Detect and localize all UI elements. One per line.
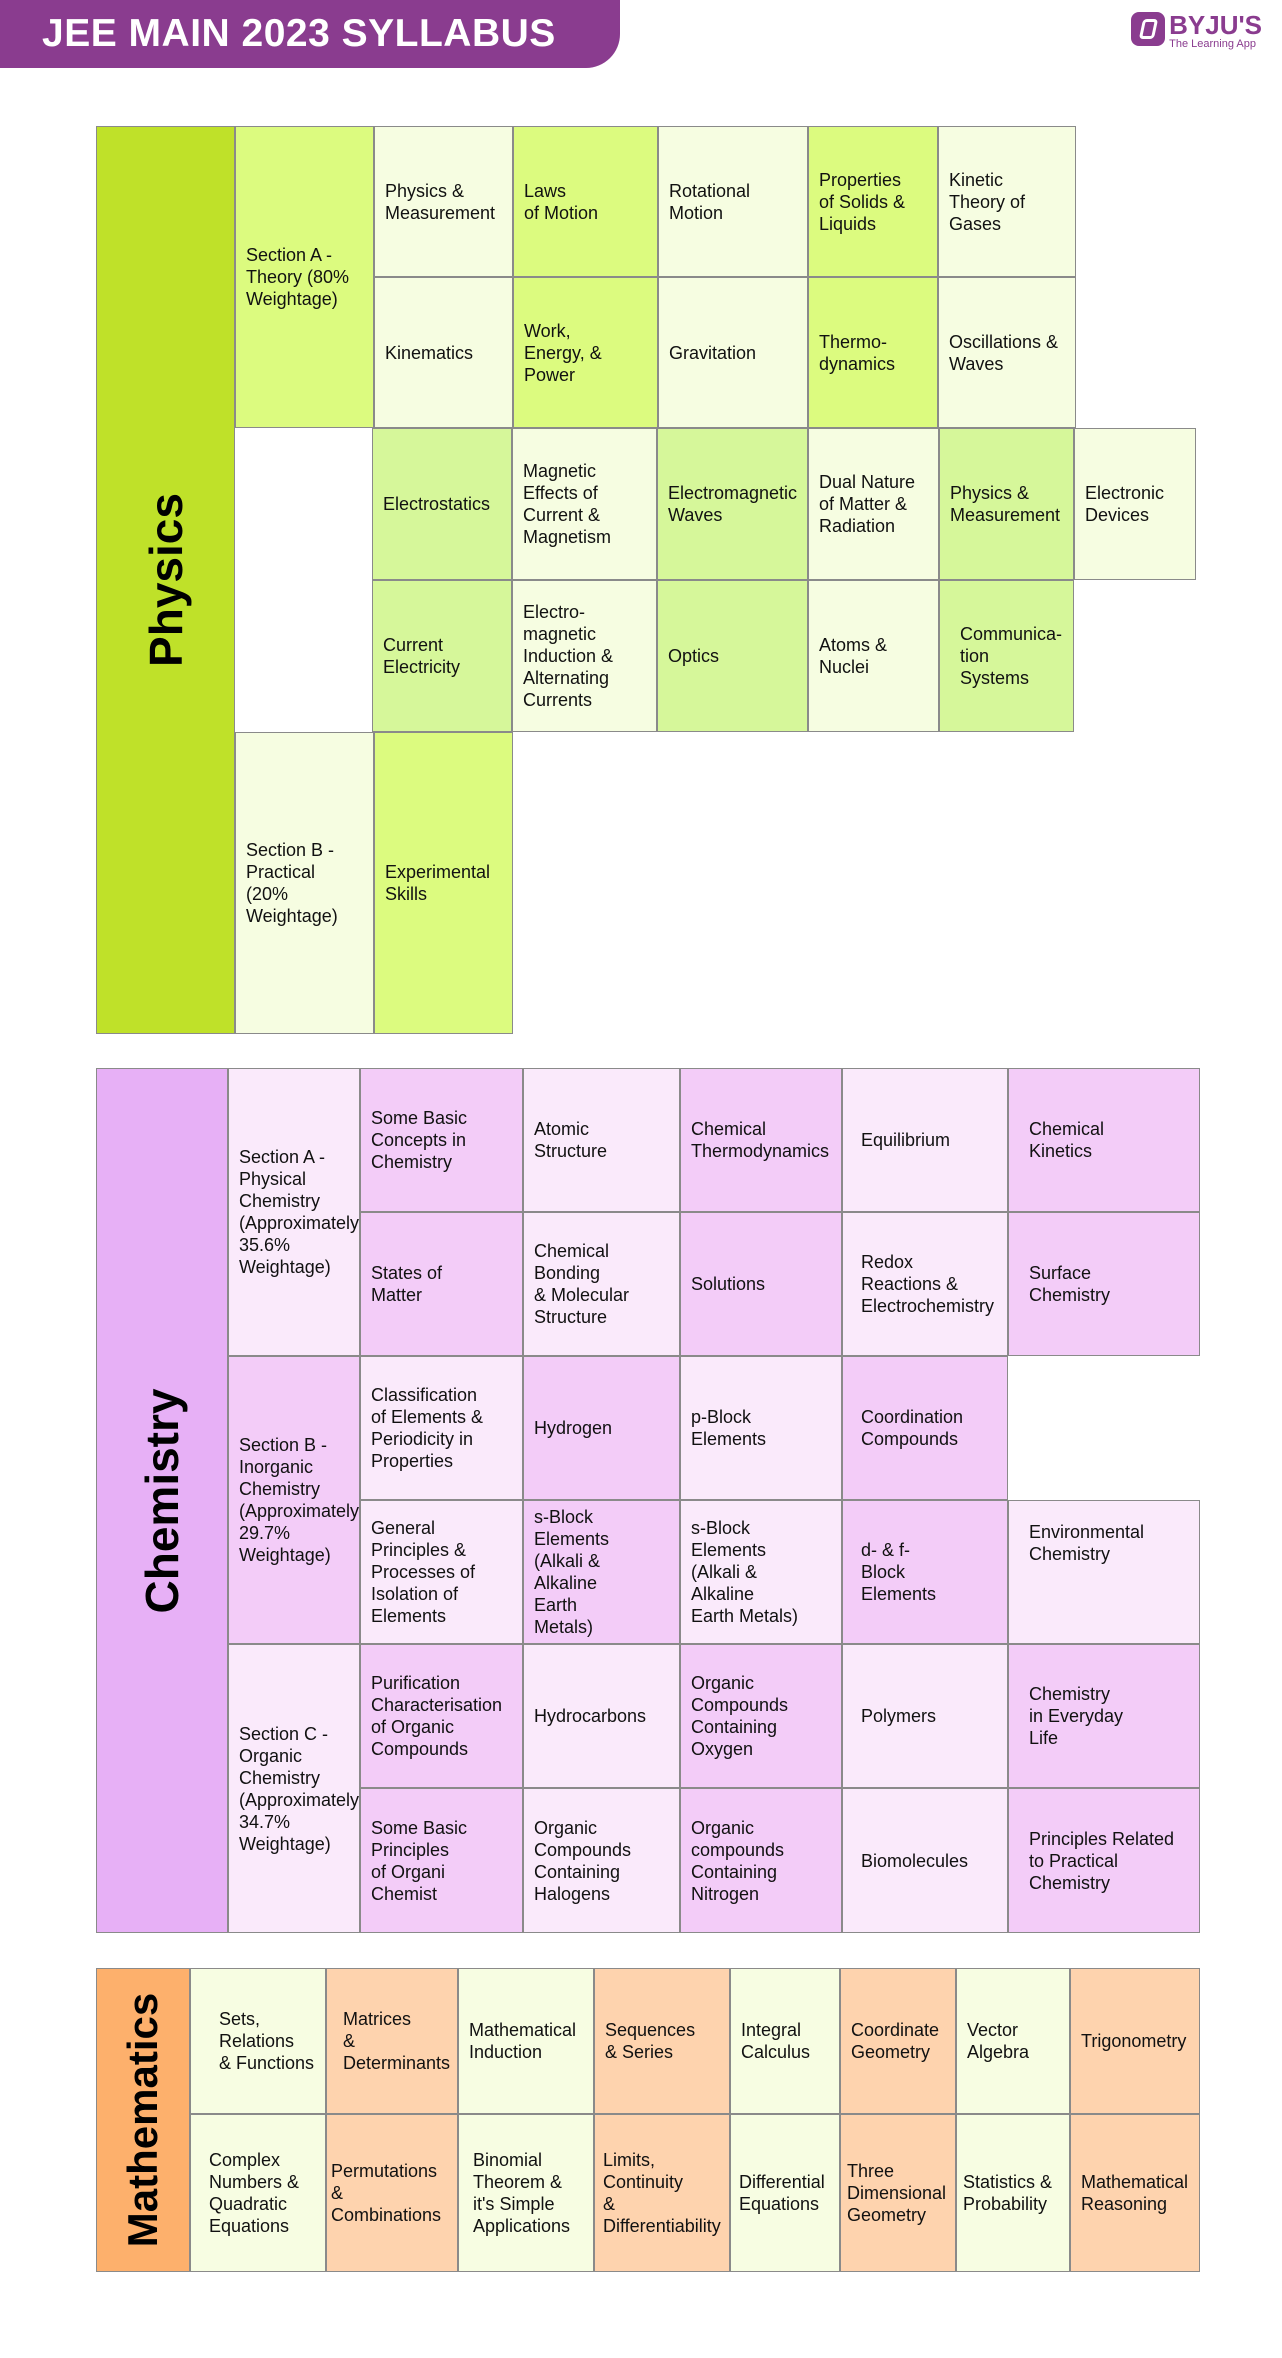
chemistry-section-a: Section A - Physical Chemistry (Approxim… — [228, 1068, 360, 1356]
chemistry-topic: Purification Characterisation of Organic… — [360, 1644, 523, 1788]
chemistry-topic: Polymers — [842, 1644, 1008, 1788]
chemistry-topic: Biomolecules — [842, 1788, 1008, 1933]
physics-topic: Communica- tion Systems — [939, 580, 1074, 732]
chemistry-topic: Atomic Structure — [523, 1068, 680, 1212]
chemistry-topic: Hydrogen — [523, 1356, 680, 1500]
physics-subject-label: Physics — [139, 493, 192, 667]
chemistry-topic: Hydrocarbons — [523, 1644, 680, 1788]
physics-topic: Magnetic Effects of Current & Magnetism — [512, 428, 657, 580]
chemistry-topic: States of Matter — [360, 1212, 523, 1356]
chemistry-topic: Organic compounds Containing Nitrogen — [680, 1788, 842, 1933]
byjus-logo-icon — [1131, 12, 1166, 46]
chemistry-topic: Chemistry in Everyday Life — [1008, 1644, 1200, 1788]
math-topic: Limits, Continuity & Differentiability — [594, 2114, 730, 2272]
math-topic: Mathematical Induction — [458, 1968, 594, 2114]
math-topic: Permutations & Combinations — [326, 2114, 458, 2272]
chemistry-topic: Organic Compounds Containing Oxygen — [680, 1644, 842, 1788]
math-topic: Matrices & Determinants — [326, 1968, 458, 2114]
math-topic: Mathematical Reasoning — [1070, 2114, 1200, 2272]
chemistry-topic: Environmental Chemistry — [1008, 1500, 1200, 1644]
math-topic: Coordinate Geometry — [840, 1968, 956, 2114]
physics-topic: Kinetic Theory of Gases — [938, 126, 1076, 277]
chemistry-topic: Coordination Compounds — [842, 1356, 1008, 1500]
math-topic: Vector Algebra — [956, 1968, 1070, 2114]
chemistry-section-c: Section C - Organic Chemistry (Approxima… — [228, 1644, 360, 1933]
physics-topic: Kinematics — [374, 277, 513, 428]
physics-subject-panel: Physics — [96, 126, 235, 1034]
chemistry-subject-panel: Chemistry — [96, 1068, 228, 1933]
chemistry-topic: General Principles & Processes of Isolat… — [360, 1500, 523, 1644]
physics-topic: Rotational Motion — [658, 126, 808, 277]
chemistry-topic: Surface Chemistry — [1008, 1212, 1200, 1356]
page-title: JEE MAIN 2023 SYLLABUS — [42, 12, 556, 55]
math-topic: Differential Equations — [730, 2114, 840, 2272]
physics-topic: Work, Energy, & Power — [513, 277, 658, 428]
math-topic: Three Dimensional Geometry — [840, 2114, 956, 2272]
physics-topic: Electro- magnetic Induction & Alternatin… — [512, 580, 657, 732]
physics-topic: Optics — [657, 580, 808, 732]
math-topic: Sequences & Series — [594, 1968, 730, 2114]
chemistry-topic: Principles Related to Practical Chemistr… — [1008, 1788, 1200, 1933]
physics-topic: Dual Nature of Matter & Radiation — [808, 428, 939, 580]
chemistry-section-b: Section B - Inorganic Chemistry (Approxi… — [228, 1356, 360, 1644]
byjus-logo[interactable]: BYJU'S The Learning App — [1131, 12, 1262, 50]
physics-topic: Electromagnetic Waves — [657, 428, 808, 580]
chemistry-topic: Chemical Thermodynamics — [680, 1068, 842, 1212]
logo-tagline: The Learning App — [1169, 38, 1256, 50]
physics-topic: Gravitation — [658, 277, 808, 428]
chemistry-subject-label: Chemistry — [136, 1388, 188, 1613]
math-topic: Integral Calculus — [730, 1968, 840, 2114]
mathematics-subject-label: Mathematics — [119, 1992, 166, 2248]
physics-topic: Thermo- dynamics — [808, 277, 938, 428]
math-topic: Complex Numbers & Quadratic Equations — [190, 2114, 326, 2272]
chemistry-topic: Chemical Kinetics — [1008, 1068, 1200, 1212]
physics-topic: Physics & Measurement — [374, 126, 513, 277]
chemistry-topic: s-Block Elements (Alkali & Alkaline Eart… — [523, 1500, 680, 1644]
physics-topic: Oscillations & Waves — [938, 277, 1076, 428]
physics-topic: Atoms & Nuclei — [808, 580, 939, 732]
physics-topic: Laws of Motion — [513, 126, 658, 277]
chemistry-topic: Chemical Bonding & Molecular Structure — [523, 1212, 680, 1356]
math-topic: Statistics & Probability — [956, 2114, 1070, 2272]
mathematics-subject-panel: Mathematics — [96, 1968, 190, 2272]
physics-topic: Physics & Measurement — [939, 428, 1074, 580]
physics-section-a: Section A - Theory (80% Weightage) — [235, 126, 374, 428]
physics-section-b: Section B - Practical (20% Weightage) — [235, 732, 374, 1034]
physics-topic: Properties of Solids & Liquids — [808, 126, 938, 277]
math-topic: Binomial Theorem & it's Simple Applicati… — [458, 2114, 594, 2272]
chemistry-topic: Equilibrium — [842, 1068, 1008, 1212]
chemistry-topic: Redox Reactions & Electrochemistry — [842, 1212, 1008, 1356]
logo-brand: BYJU'S — [1169, 10, 1262, 40]
physics-topic: Experimental Skills — [374, 732, 513, 1034]
math-topic: Sets, Relations & Functions — [190, 1968, 326, 2114]
physics-topic: Electronic Devices — [1074, 428, 1196, 580]
chemistry-topic: Organic Compounds Containing Halogens — [523, 1788, 680, 1933]
physics-topic: Current Electricity — [372, 580, 512, 732]
chemistry-topic: p-Block Elements — [680, 1356, 842, 1500]
chemistry-topic: Classification of Elements & Periodicity… — [360, 1356, 523, 1500]
chemistry-topic: d- & f- Block Elements — [842, 1500, 1008, 1644]
math-topic: Trigonometry — [1070, 1968, 1200, 2114]
physics-topic: Electrostatics — [372, 428, 512, 580]
chemistry-topic: Some Basic Concepts in Chemistry — [360, 1068, 523, 1212]
chemistry-topic: s-Block Elements (Alkali & Alkaline Eart… — [680, 1500, 842, 1644]
chemistry-topic: Solutions — [680, 1212, 842, 1356]
chemistry-topic: Some Basic Principles of Organi Chemist — [360, 1788, 523, 1933]
page-title-banner: JEE MAIN 2023 SYLLABUS — [0, 0, 620, 68]
